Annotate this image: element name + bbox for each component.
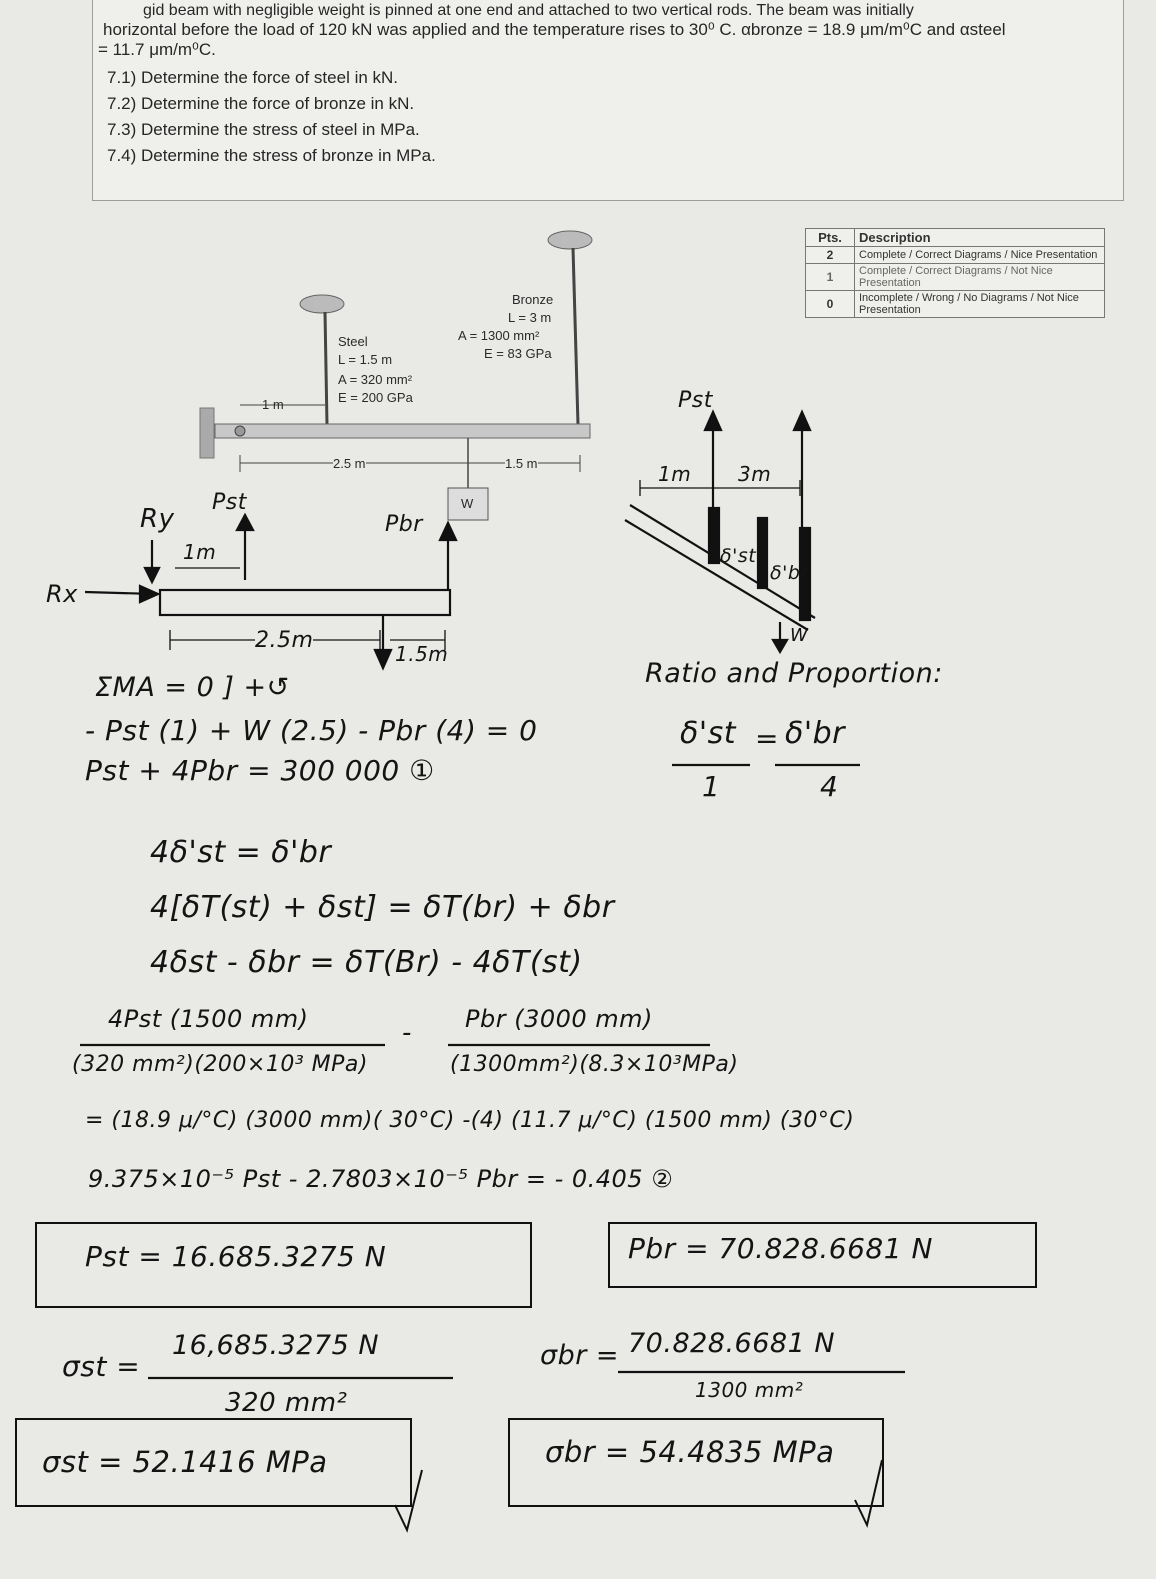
frac2-numerator: Pbr (3000 mm) bbox=[465, 1005, 653, 1033]
dim-2-5m: 2.5 m bbox=[333, 456, 366, 471]
deformation-diagram bbox=[624, 409, 816, 655]
answer-stress-bronze: σbr = 54.4835 MPa bbox=[545, 1435, 835, 1469]
problem-line-2: horizontal before the load of 120 kN was… bbox=[103, 20, 1006, 39]
rubric-description: Complete / Correct Diagrams / Not Nice P… bbox=[854, 263, 1105, 291]
fbd-dim-1-5m: 1.5m bbox=[395, 642, 449, 666]
stress-bronze-numerator: 70.828.6681 N bbox=[628, 1328, 836, 1359]
stress-bronze-denominator: 1300 mm² bbox=[695, 1378, 804, 1402]
rubric-pts: 0 bbox=[805, 290, 855, 318]
deform-delta-st: δ'st bbox=[720, 545, 757, 567]
problem-line-1: gid beam with negligible weight is pinne… bbox=[143, 2, 914, 19]
ratio-equals: = bbox=[755, 722, 779, 755]
answer-stress-steel: σst = 52.1416 MPa bbox=[42, 1445, 328, 1479]
question-7-1: 7.1) Determine the force of steel in kN. bbox=[107, 68, 399, 87]
deform-w: W bbox=[790, 625, 809, 646]
ratio-num-right: δ'br bbox=[785, 716, 845, 751]
ratio-den-right: 4 bbox=[820, 770, 839, 803]
bronze-length: L = 3 m bbox=[508, 310, 552, 325]
stress-bronze-lhs: σbr = bbox=[540, 1340, 620, 1371]
bronze-area: A = 1300 mm² bbox=[458, 328, 540, 343]
question-7-3: 7.3) Determine the stress of steel in MP… bbox=[107, 120, 420, 139]
minus-sign: - bbox=[402, 1018, 412, 1048]
ratio-num-left: δ'st bbox=[680, 716, 736, 751]
fbd-pbr: Pbr bbox=[385, 512, 423, 537]
fbd-dim-2-5m: 2.5m bbox=[255, 628, 314, 653]
answer-box-pbr bbox=[608, 1222, 1037, 1288]
dim-1-5m: 1.5 m bbox=[505, 456, 538, 471]
deform-dim-3m: 3m bbox=[738, 462, 772, 486]
rubric-header-pts: Pts. bbox=[805, 228, 855, 247]
answer-box-sbr bbox=[508, 1418, 884, 1507]
equation-1: Pst + 4Pbr = 300 000 ① bbox=[85, 754, 435, 787]
ratio-title: Ratio and Proportion: bbox=[645, 658, 943, 689]
structure-figure bbox=[199, 230, 593, 521]
question-7-2: 7.2) Determine the force of bronze in kN… bbox=[107, 94, 415, 113]
deform-pst: Pst bbox=[678, 388, 713, 413]
equation-rearranged: 4δst - δbr = δT(Br) - 4δT(st) bbox=[150, 945, 583, 980]
stress-steel-numerator: 16,685.3275 N bbox=[172, 1330, 380, 1361]
question-7-4: 7.4) Determine the stress of bronze in M… bbox=[107, 146, 436, 165]
rubric-description: Incomplete / Wrong / No Diagrams / Not N… bbox=[854, 290, 1105, 318]
ratio-den-left: 1 bbox=[702, 770, 721, 803]
check-marks bbox=[394, 1459, 883, 1533]
bronze-label: Bronze bbox=[512, 292, 554, 307]
answer-force-steel: Pst = 16.685.3275 N bbox=[85, 1240, 387, 1273]
free-body-diagram bbox=[84, 512, 458, 671]
frac2-denominator: (1300mm²)(8.3×10³MPa) bbox=[450, 1052, 739, 1077]
frac1-denominator: (320 mm²)(200×10³ MPa) bbox=[72, 1052, 368, 1077]
steel-length: L = 1.5 m bbox=[338, 352, 393, 367]
equation-moment: - Pst (1) + W (2.5) - Pbr (4) = 0 bbox=[85, 714, 538, 747]
frac1-numerator: 4Pst (1500 mm) bbox=[108, 1005, 309, 1033]
rubric-pts: 1 bbox=[805, 263, 855, 291]
equation-thermal: = (18.9 μ/°C) (3000 mm)( 30°C) -(4) (11.… bbox=[85, 1108, 855, 1133]
answer-box-sst bbox=[15, 1418, 412, 1507]
fbd-pst: Pst bbox=[212, 490, 247, 515]
equation-compat: 4δ'st = δ'br bbox=[150, 835, 332, 870]
load-w-label: W bbox=[461, 496, 474, 511]
fbd-dim-1m: 1m bbox=[183, 540, 217, 564]
problem-line-3: = 11.7 μm/m⁰C. bbox=[98, 40, 216, 59]
fraction-bars bbox=[80, 763, 905, 1380]
bronze-modulus: E = 83 GPa bbox=[484, 346, 552, 361]
stress-steel-lhs: σst = bbox=[62, 1350, 141, 1383]
deform-dim-1m: 1m bbox=[658, 462, 692, 486]
answer-box-pst bbox=[35, 1222, 532, 1308]
steel-modulus: E = 200 GPa bbox=[338, 390, 413, 405]
moment-sum-label: ΣMA = 0 ] +↺ bbox=[95, 672, 290, 703]
fbd-ry: Ry bbox=[140, 504, 175, 534]
answer-force-bronze: Pbr = 70.828.6681 N bbox=[628, 1232, 933, 1265]
equation-deform-sum: 4[δT(st) + δst] = δT(br) + δbr bbox=[150, 890, 615, 925]
deform-delta-br: δ'br bbox=[770, 562, 809, 584]
problem-statement: gid beam with negligible weight is pinne… bbox=[92, 0, 1124, 201]
steel-label: Steel bbox=[338, 334, 368, 349]
grading-rubric-table: Pts. Description 2 Complete / Correct Di… bbox=[805, 228, 1105, 318]
fbd-rx: Rx bbox=[46, 580, 78, 608]
steel-area: A = 320 mm² bbox=[338, 372, 413, 387]
equation-2: 9.375×10⁻⁵ Pst - 2.7803×10⁻⁵ Pbr = - 0.4… bbox=[88, 1165, 674, 1193]
dim-1m: 1 m bbox=[262, 397, 284, 412]
stress-steel-denominator: 320 mm² bbox=[225, 1388, 348, 1418]
